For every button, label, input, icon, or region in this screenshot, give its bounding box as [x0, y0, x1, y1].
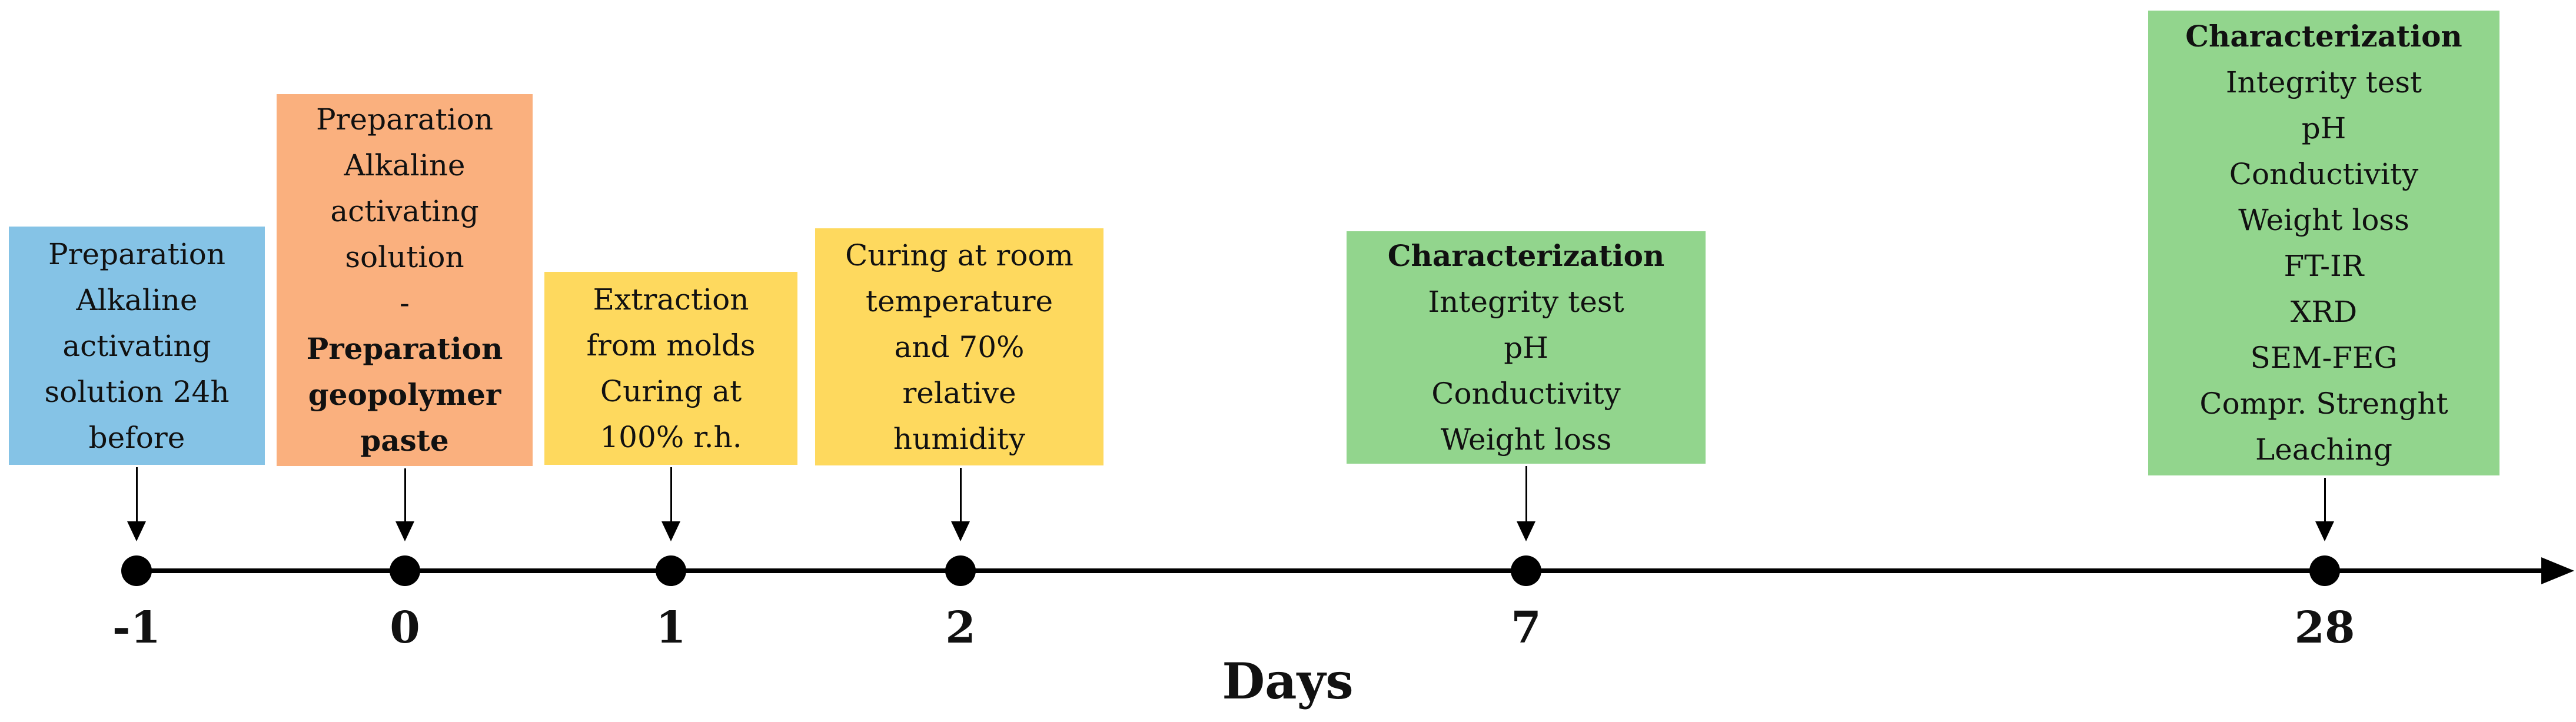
event-text-line: SEM-FEG — [2250, 341, 2398, 375]
event-text-line: XRD — [2290, 295, 2358, 329]
event-text-line: Integrity test — [2225, 65, 2422, 99]
event-box-day-2: Curing at room temperature and 70% relative… — [815, 228, 1103, 465]
event-text-line: before — [88, 420, 185, 455]
event-text-line: paste — [360, 423, 449, 458]
event-text-line: relative — [902, 375, 1016, 410]
tick-label-day-7: 7 — [1511, 603, 1541, 653]
event-text-line: FT-IR — [2284, 249, 2364, 283]
connector-arrowhead-icon — [951, 521, 970, 541]
timeline-axis-arrowhead-icon — [2541, 557, 2574, 584]
connector-arrowhead-icon — [395, 521, 414, 541]
event-text-line: Preparation — [306, 331, 503, 366]
event-text-line: and 70% — [894, 330, 1025, 364]
timeline-dot-day-0 — [390, 555, 420, 586]
axis-title: Days — [1222, 652, 1354, 710]
event-text-line: - — [400, 286, 410, 320]
timeline-dot-day--1 — [121, 555, 152, 586]
event-text-line: Alkaline — [76, 282, 198, 317]
event-text-line: Preparation — [315, 102, 494, 137]
event-text-line: Conductivity — [2229, 157, 2419, 191]
event-text-line: activating — [330, 194, 479, 228]
connector-arrowhead-icon — [2315, 521, 2334, 541]
connector-arrow-tail — [959, 468, 962, 521]
event-text-line: Curing at — [600, 374, 742, 408]
event-text-line: Curing at room — [845, 238, 1073, 272]
connector-arrowhead-icon — [127, 521, 146, 541]
timeline-dot-day-2 — [945, 555, 976, 586]
connector-arrowhead-icon — [662, 521, 680, 541]
tick-label-day-2: 2 — [945, 603, 976, 653]
event-text-line: Characterization — [1387, 238, 1665, 273]
event-text-line: Leaching — [2255, 432, 2392, 467]
event-text-line: activating — [62, 328, 211, 363]
timeline-axis — [137, 568, 2542, 573]
connector-arrow-tail — [135, 467, 138, 521]
event-text-line: Characterization — [2185, 19, 2462, 54]
event-text-line: temperature — [865, 284, 1053, 318]
connector-arrowhead-icon — [1517, 521, 1535, 541]
tick-label-day-1: 1 — [656, 603, 686, 653]
connector-arrow-tail — [2324, 478, 2326, 521]
tick-label-day--1: -1 — [112, 603, 161, 653]
connector-arrow-tail — [670, 467, 672, 521]
timeline-dot-day-1 — [656, 555, 686, 586]
timeline-dot-day-7 — [1511, 555, 1541, 586]
event-text-line: solution 24h — [44, 374, 230, 409]
event-text-line: Weight loss — [1440, 422, 1612, 457]
event-text-line: Conductivity — [1431, 376, 1621, 411]
event-text-line: 100% r.h. — [600, 420, 742, 454]
event-text-line: Compr. Strenght — [2199, 387, 2448, 421]
event-text-line: geopolymer — [308, 377, 501, 412]
event-text-line: Extraction — [593, 282, 749, 317]
event-text-line: pH — [2301, 111, 2346, 145]
connector-arrow-tail — [1525, 466, 1527, 521]
event-text-line: Integrity test — [1428, 284, 1624, 319]
timeline-dot-day-28 — [2309, 555, 2340, 586]
event-text-line: Preparation — [48, 237, 226, 271]
connector-arrow-tail — [404, 468, 406, 521]
tick-label-day-28: 28 — [2294, 603, 2355, 653]
event-text-line: Alkaline — [344, 148, 466, 182]
event-text-line: from molds — [586, 328, 756, 362]
tick-label-day-0: 0 — [390, 603, 420, 653]
event-text-line: Weight loss — [2238, 203, 2409, 237]
event-text-line: solution — [345, 240, 464, 274]
event-text-line: pH — [1504, 330, 1548, 365]
event-text-line: humidity — [893, 421, 1026, 456]
